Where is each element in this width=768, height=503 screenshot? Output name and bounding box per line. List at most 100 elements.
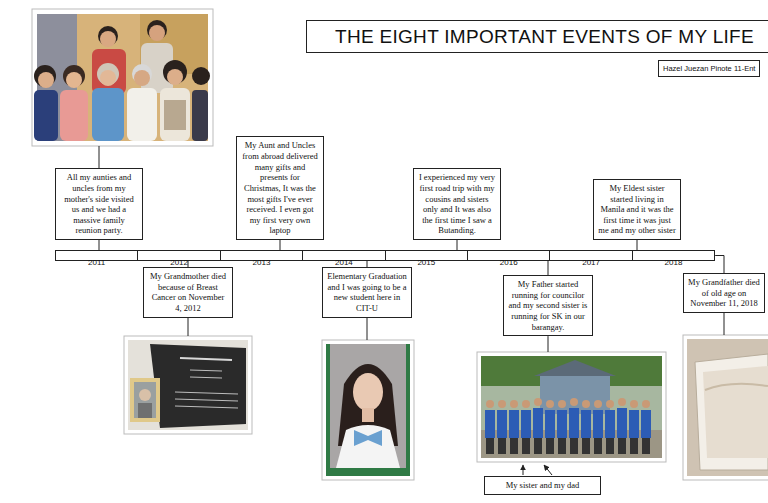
people bbox=[510, 438, 518, 454]
event-text: My sister and my dad bbox=[489, 480, 596, 491]
people bbox=[606, 438, 614, 454]
people bbox=[545, 410, 555, 438]
event-box: My Aunt and Uncles from abroad delivered… bbox=[236, 136, 324, 240]
people bbox=[617, 408, 627, 438]
graduation-photo bbox=[322, 340, 414, 480]
family-photo bbox=[160, 88, 190, 141]
title-text: THE EIGHT IMPORTANT EVENTS OF MY LIFE bbox=[335, 26, 754, 48]
people bbox=[618, 438, 626, 454]
casket-photo bbox=[695, 354, 768, 470]
family-photo bbox=[34, 90, 58, 141]
title-box: THE EIGHT IMPORTANT EVENTS OF MY LIFE bbox=[306, 20, 768, 53]
campaign-photo bbox=[477, 352, 666, 462]
pointer-arrow bbox=[523, 465, 524, 475]
grave-photo bbox=[175, 399, 238, 401]
people bbox=[570, 398, 578, 406]
year-label: 2011 bbox=[88, 258, 105, 267]
casket-photo bbox=[683, 335, 768, 480]
year-label: 2015 bbox=[417, 258, 435, 267]
people bbox=[594, 438, 602, 454]
grave-photo bbox=[124, 336, 252, 434]
event-text: My Eldest sister started living in Manil… bbox=[598, 183, 676, 236]
leader-line bbox=[637, 240, 638, 250]
people bbox=[510, 400, 518, 408]
family-photo bbox=[60, 90, 88, 141]
campaign-photo bbox=[477, 352, 666, 462]
family-photo bbox=[192, 67, 210, 85]
event-text: All my aunties and uncles from my mother… bbox=[60, 172, 138, 236]
people bbox=[606, 400, 614, 408]
people bbox=[498, 438, 506, 454]
grave-photo bbox=[130, 378, 160, 422]
event-box: My Grandfather died of old age on Novemb… bbox=[683, 273, 765, 313]
event-box: My Father started running for councilor … bbox=[503, 275, 593, 336]
grave-photo bbox=[175, 406, 238, 408]
graduation-photo bbox=[330, 344, 406, 468]
grave-photo bbox=[134, 382, 156, 418]
people bbox=[629, 410, 639, 438]
event-text: Elementary Graduation and I was going to… bbox=[327, 271, 407, 314]
year-cell: 2018 bbox=[632, 250, 715, 261]
people bbox=[521, 410, 531, 438]
event-text: My Father started running for councilor … bbox=[508, 279, 588, 332]
casket-photo bbox=[687, 339, 768, 476]
casket-photo bbox=[705, 384, 768, 390]
family-photo bbox=[66, 72, 82, 88]
people bbox=[485, 398, 651, 454]
family-photo bbox=[92, 88, 124, 141]
people bbox=[618, 398, 626, 406]
leader-line bbox=[548, 336, 549, 352]
people bbox=[630, 400, 638, 408]
event-box: My Grandmother died because of Breast Ca… bbox=[143, 267, 233, 318]
people bbox=[509, 410, 519, 438]
grave-photo bbox=[190, 377, 222, 378]
graduation-photo bbox=[353, 373, 383, 411]
campaign-photo bbox=[481, 356, 662, 458]
event-text: I experienced my very first road trip wi… bbox=[418, 172, 496, 236]
year-label: 2012 bbox=[170, 258, 188, 267]
graduation-photo bbox=[326, 344, 410, 476]
people bbox=[593, 410, 603, 438]
casket-photo bbox=[683, 335, 768, 480]
leader-line bbox=[548, 261, 549, 275]
leader-line bbox=[188, 318, 189, 337]
family-photo bbox=[63, 65, 85, 87]
photo-caption-box: My sister and my dad bbox=[484, 476, 601, 495]
event-box: Elementary Graduation and I was going to… bbox=[322, 267, 412, 318]
people bbox=[642, 400, 650, 408]
grave-photo bbox=[150, 344, 246, 428]
people bbox=[522, 438, 530, 454]
year-cell: 2012 bbox=[137, 250, 220, 261]
people bbox=[594, 400, 602, 408]
people bbox=[522, 400, 530, 408]
family-photo bbox=[37, 14, 208, 141]
leader-line bbox=[724, 313, 725, 335]
people bbox=[498, 400, 506, 408]
family-photo bbox=[32, 9, 213, 146]
people bbox=[533, 408, 543, 438]
people bbox=[546, 400, 554, 408]
leader-line bbox=[99, 146, 100, 168]
people bbox=[557, 410, 567, 438]
family-photo bbox=[34, 65, 56, 87]
graduation-photo bbox=[336, 425, 400, 468]
author-text: Hazel Juezan Pinote 11-Ent bbox=[663, 64, 755, 73]
people bbox=[486, 400, 494, 408]
people bbox=[497, 410, 507, 438]
people bbox=[582, 400, 590, 408]
year-label: 2018 bbox=[665, 258, 683, 267]
grave-photo bbox=[138, 403, 152, 418]
people bbox=[641, 410, 651, 438]
people bbox=[534, 398, 542, 406]
family-photo bbox=[100, 70, 116, 86]
family-photo bbox=[98, 26, 118, 46]
year-cell: 2011 bbox=[55, 250, 138, 261]
family-photo bbox=[164, 100, 186, 130]
graduation-photo bbox=[322, 340, 414, 480]
people bbox=[534, 438, 542, 454]
event-text: My Aunt and Uncles from abroad delivered… bbox=[241, 140, 319, 236]
people bbox=[558, 438, 566, 454]
grave-photo bbox=[124, 336, 252, 434]
people bbox=[630, 438, 638, 454]
